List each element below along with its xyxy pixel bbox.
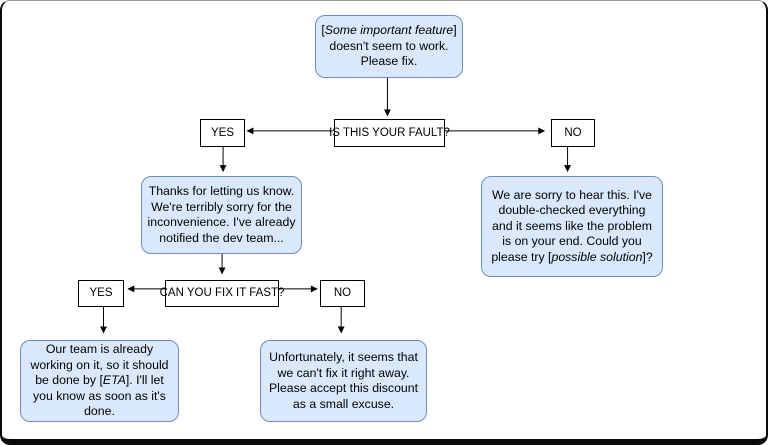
node-fault-yes-branch: YES (200, 119, 245, 147)
node-fault-question: IS THIS YOUR FAULT? (329, 119, 450, 147)
node-request-message: [Some important feature] doesn't seem to… (315, 15, 463, 78)
request-message-text: [Some important feature] doesn't seem to… (321, 23, 457, 69)
cant-fix-message-text: Unfortunately, it seems that we can't fi… (268, 350, 419, 411)
node-fixfast-yes-branch: YES (78, 280, 124, 307)
node-cant-fix-message: Unfortunately, it seems that we can't fi… (260, 340, 427, 422)
node-sorry-message: We are sorry to hear this. I've double-c… (481, 176, 663, 277)
fixfast-no-label: NO (333, 287, 352, 299)
node-fault-no-branch: NO (551, 119, 595, 147)
fault-no-label: NO (564, 126, 582, 139)
node-fixfast-no-branch: NO (320, 280, 365, 307)
fixfast-yes-label: YES (89, 287, 113, 299)
sorry-message-text: We are sorry to hear this. I've double-c… (491, 187, 653, 264)
thanks-message-text: Thanks for letting us know. We're terrib… (147, 184, 296, 245)
team-working-message-text: Our team is already working on it, so it… (30, 342, 169, 419)
node-fixfast-question: CAN YOU FIX IT FAST? (160, 280, 284, 307)
fault-yes-label: YES (210, 126, 234, 139)
node-thanks-message: Thanks for letting us know. We're terrib… (141, 176, 302, 254)
fault-question-text: IS THIS YOUR FAULT? (329, 126, 450, 139)
fixfast-question-text: CAN YOU FIX IT FAST? (159, 287, 285, 299)
node-team-working-message: Our team is already working on it, so it… (20, 340, 179, 422)
